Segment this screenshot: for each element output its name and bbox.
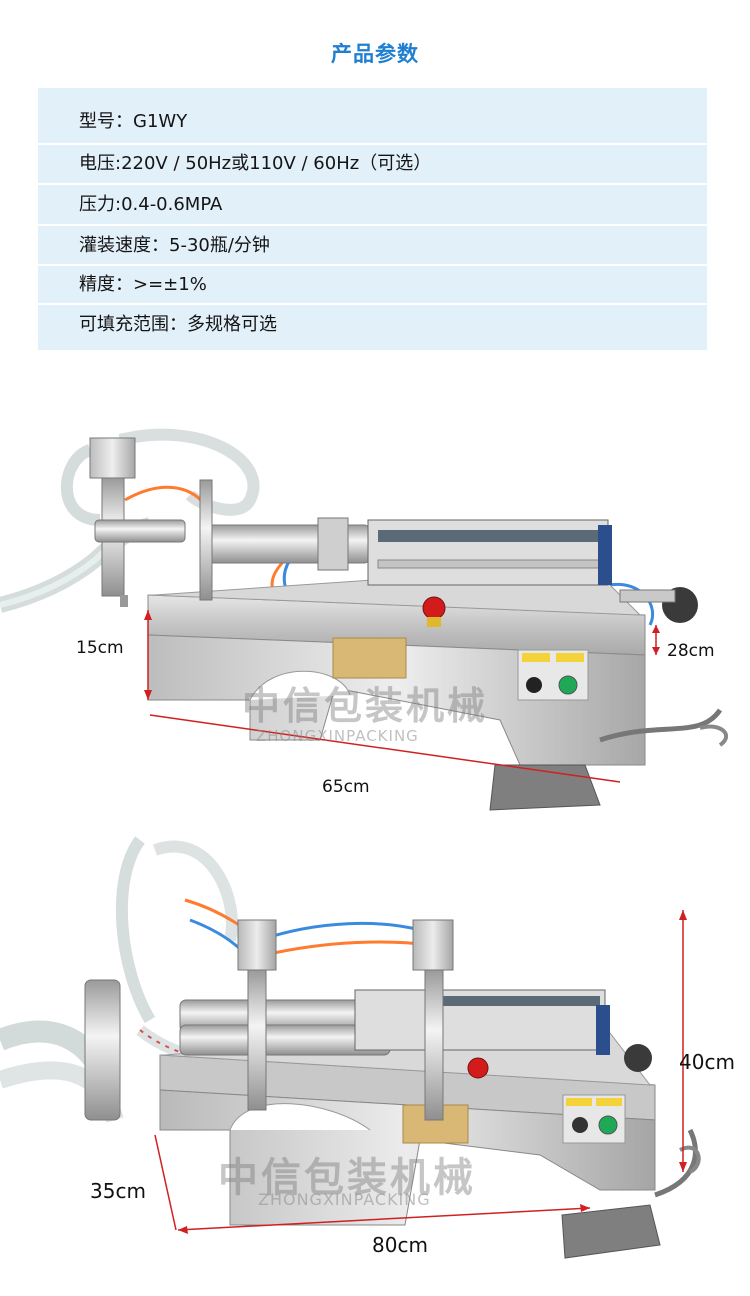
- dimension-width: 65cm: [322, 777, 370, 797]
- product-photo-double-head: 40cm 35cm 80cm 中信包装机械 ZHONGXINPACKING: [0, 820, 750, 1296]
- spec-divider: [38, 143, 707, 145]
- dimension-width: 80cm: [372, 1233, 428, 1257]
- spec-row-model: 型号：G1WY: [38, 98, 707, 141]
- spec-text: 型号：G1WY: [79, 110, 188, 132]
- spec-text: 精度：>=±1%: [79, 273, 207, 295]
- spec-text: 压力:0.4-0.6MPA: [79, 193, 223, 215]
- spec-divider: [38, 303, 707, 305]
- dimension-height: 15cm: [76, 638, 124, 658]
- spec-row-range: 可填充范围：多规格可选: [38, 301, 707, 344]
- dimension-depth: 28cm: [667, 641, 715, 661]
- spec-divider: [38, 264, 707, 266]
- spec-table: 型号：G1WY 电压:220V / 50Hz或110V / 60Hz（可选） 压…: [38, 88, 707, 350]
- section-title: 产品参数: [331, 42, 419, 66]
- spec-row-pressure: 压力:0.4-0.6MPA: [38, 181, 707, 224]
- product-photo-single-head: 15cm 28cm 65cm 中信包装机械 ZHONGXINPACKING: [0, 410, 750, 820]
- spec-text: 灌装速度：5-30瓶/分钟: [79, 234, 270, 256]
- spec-divider: [38, 183, 707, 185]
- spec-divider: [38, 224, 707, 226]
- watermark-brand-cn: 中信包装机械: [242, 684, 489, 728]
- dimension-depth: 35cm: [90, 1179, 146, 1203]
- machine-illustration: [0, 836, 701, 1259]
- watermark-brand-en: ZHONGXINPACKING: [256, 727, 419, 745]
- spec-text: 电压:220V / 50Hz或110V / 60Hz（可选）: [79, 152, 432, 174]
- watermark-brand-en: ZHONGXINPACKING: [258, 1190, 431, 1209]
- spec-text: 可填充范围：多规格可选: [79, 313, 277, 335]
- spec-row-voltage: 电压:220V / 50Hz或110V / 60Hz（可选）: [38, 140, 707, 183]
- spec-row-speed: 灌装速度：5-30瓶/分钟: [38, 222, 707, 265]
- machine-illustration: [0, 428, 728, 811]
- dimension-height: 40cm: [679, 1050, 735, 1074]
- watermark-brand-cn: 中信包装机械: [218, 1155, 476, 1201]
- spec-row-precision: 精度：>=±1%: [38, 261, 707, 304]
